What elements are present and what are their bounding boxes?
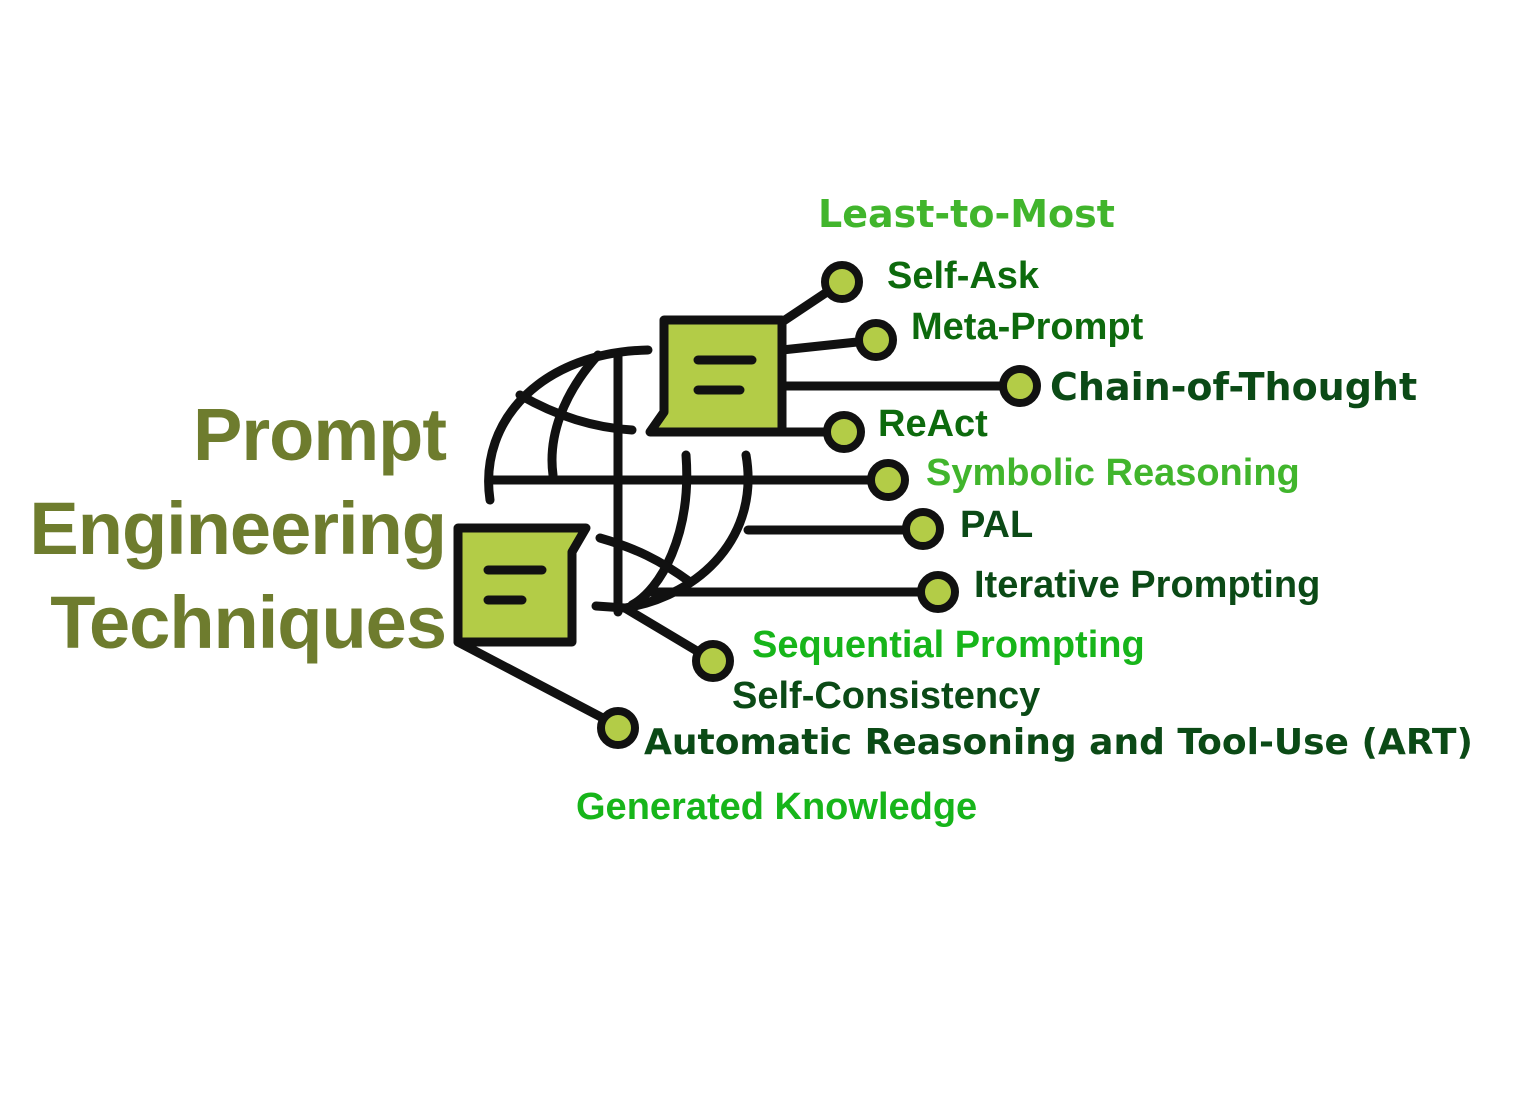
document-icon [453, 523, 591, 647]
globe-icon [484, 345, 885, 617]
label-generated-knowledge: Generated Knowledge [576, 786, 978, 828]
connector-node-icon [855, 319, 897, 361]
connector-node-icons [597, 261, 1041, 749]
document-icon [645, 315, 847, 437]
label-chain-of-thought: Chain-of-Thought [1050, 365, 1418, 409]
connector-node-icon [999, 365, 1041, 407]
diagram-title: Prompt Engineering Techniques [29, 388, 447, 670]
label-iterative-prompting: Iterative Prompting [974, 564, 1321, 606]
connector-node-icon [902, 508, 944, 550]
label-art: Automatic Reasoning and Tool-Use (ART) [644, 722, 1473, 763]
connector-node-icon [867, 459, 909, 501]
label-meta-prompt: Meta-Prompt [911, 306, 1144, 348]
connector-node-icon [917, 571, 959, 613]
label-self-consistency: Self-Consistency [732, 675, 1041, 717]
connector-node-icon [597, 707, 639, 749]
connector-node-icon [692, 640, 734, 682]
label-least-to-most: Least-to-Most [818, 192, 1115, 236]
label-react: ReAct [878, 403, 988, 445]
label-self-ask: Self-Ask [887, 255, 1040, 297]
connector-lines [453, 277, 1023, 731]
connector-node-icon [821, 261, 863, 303]
label-pal: PAL [960, 504, 1034, 546]
title-line-1: Prompt [193, 393, 447, 476]
label-sequential-prompting: Sequential Prompting [752, 624, 1145, 666]
connector-node-icon [823, 411, 865, 453]
title-line-2: Engineering [29, 487, 447, 570]
title-line-3: Techniques [50, 581, 447, 664]
label-symbolic-reasoning: Symbolic Reasoning [926, 452, 1300, 494]
